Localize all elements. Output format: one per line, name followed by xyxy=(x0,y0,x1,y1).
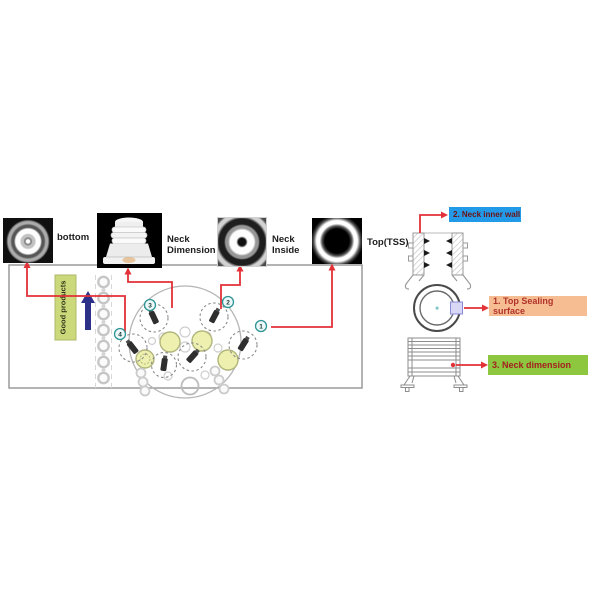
camera-top-tss-image xyxy=(312,218,362,264)
good-products-label: Good products xyxy=(59,281,68,335)
inspection-stations xyxy=(118,302,258,379)
sealing-surface-ring-drawing xyxy=(413,284,463,332)
svg-text:4: 4 xyxy=(118,332,122,339)
inner-wall-arrows xyxy=(424,238,452,268)
svg-text:2: 2 xyxy=(226,300,230,307)
good-products-box: Good products xyxy=(54,274,77,341)
legend-neck-dimension: 3. Neck dimension xyxy=(488,355,588,375)
neck-sideview-drawing xyxy=(400,337,468,392)
svg-text:3: 3 xyxy=(148,303,152,310)
station-marker-2: 2 xyxy=(221,295,235,309)
sealing-surface-segment xyxy=(450,301,463,315)
camera-bottom-label: bottom xyxy=(57,232,90,243)
exit-chains xyxy=(135,365,230,397)
svg-text:1: 1 xyxy=(259,324,263,331)
good-products-arrow-icon xyxy=(81,291,95,330)
camera-neck-inside-label: Neck Inside xyxy=(272,234,300,256)
rotary-table xyxy=(118,285,258,399)
legend-neck-inner-wall: 2. Neck inner wall xyxy=(449,207,521,222)
connection-arrowheads xyxy=(23,211,489,369)
camera-top-tss-label: Top(TSS) xyxy=(367,237,409,248)
star-wheels xyxy=(135,330,239,371)
station-markers: 3 2 1 4 xyxy=(113,295,268,341)
ring-center-dot xyxy=(435,306,439,310)
bottle-neck-photo xyxy=(97,213,162,268)
neck-crosssection-drawing xyxy=(404,232,472,290)
bottles xyxy=(125,307,250,372)
camera-neck-dimension-image xyxy=(97,213,162,268)
station-marker-1: 1 xyxy=(254,319,268,333)
camera-neck-dimension-label: Neck Dimension xyxy=(167,234,216,256)
station-marker-3: 3 xyxy=(143,298,157,312)
camera-neck-inside-image xyxy=(217,217,267,267)
camera-connection-lines xyxy=(26,214,483,366)
legend-top-sealing-surface: 1. Top Sealing surface xyxy=(489,296,587,316)
machine-panel: Good products xyxy=(8,264,363,399)
conveyor-chain xyxy=(95,275,112,388)
camera-bottom-image xyxy=(3,218,53,263)
station-marker-4: 4 xyxy=(113,327,127,341)
